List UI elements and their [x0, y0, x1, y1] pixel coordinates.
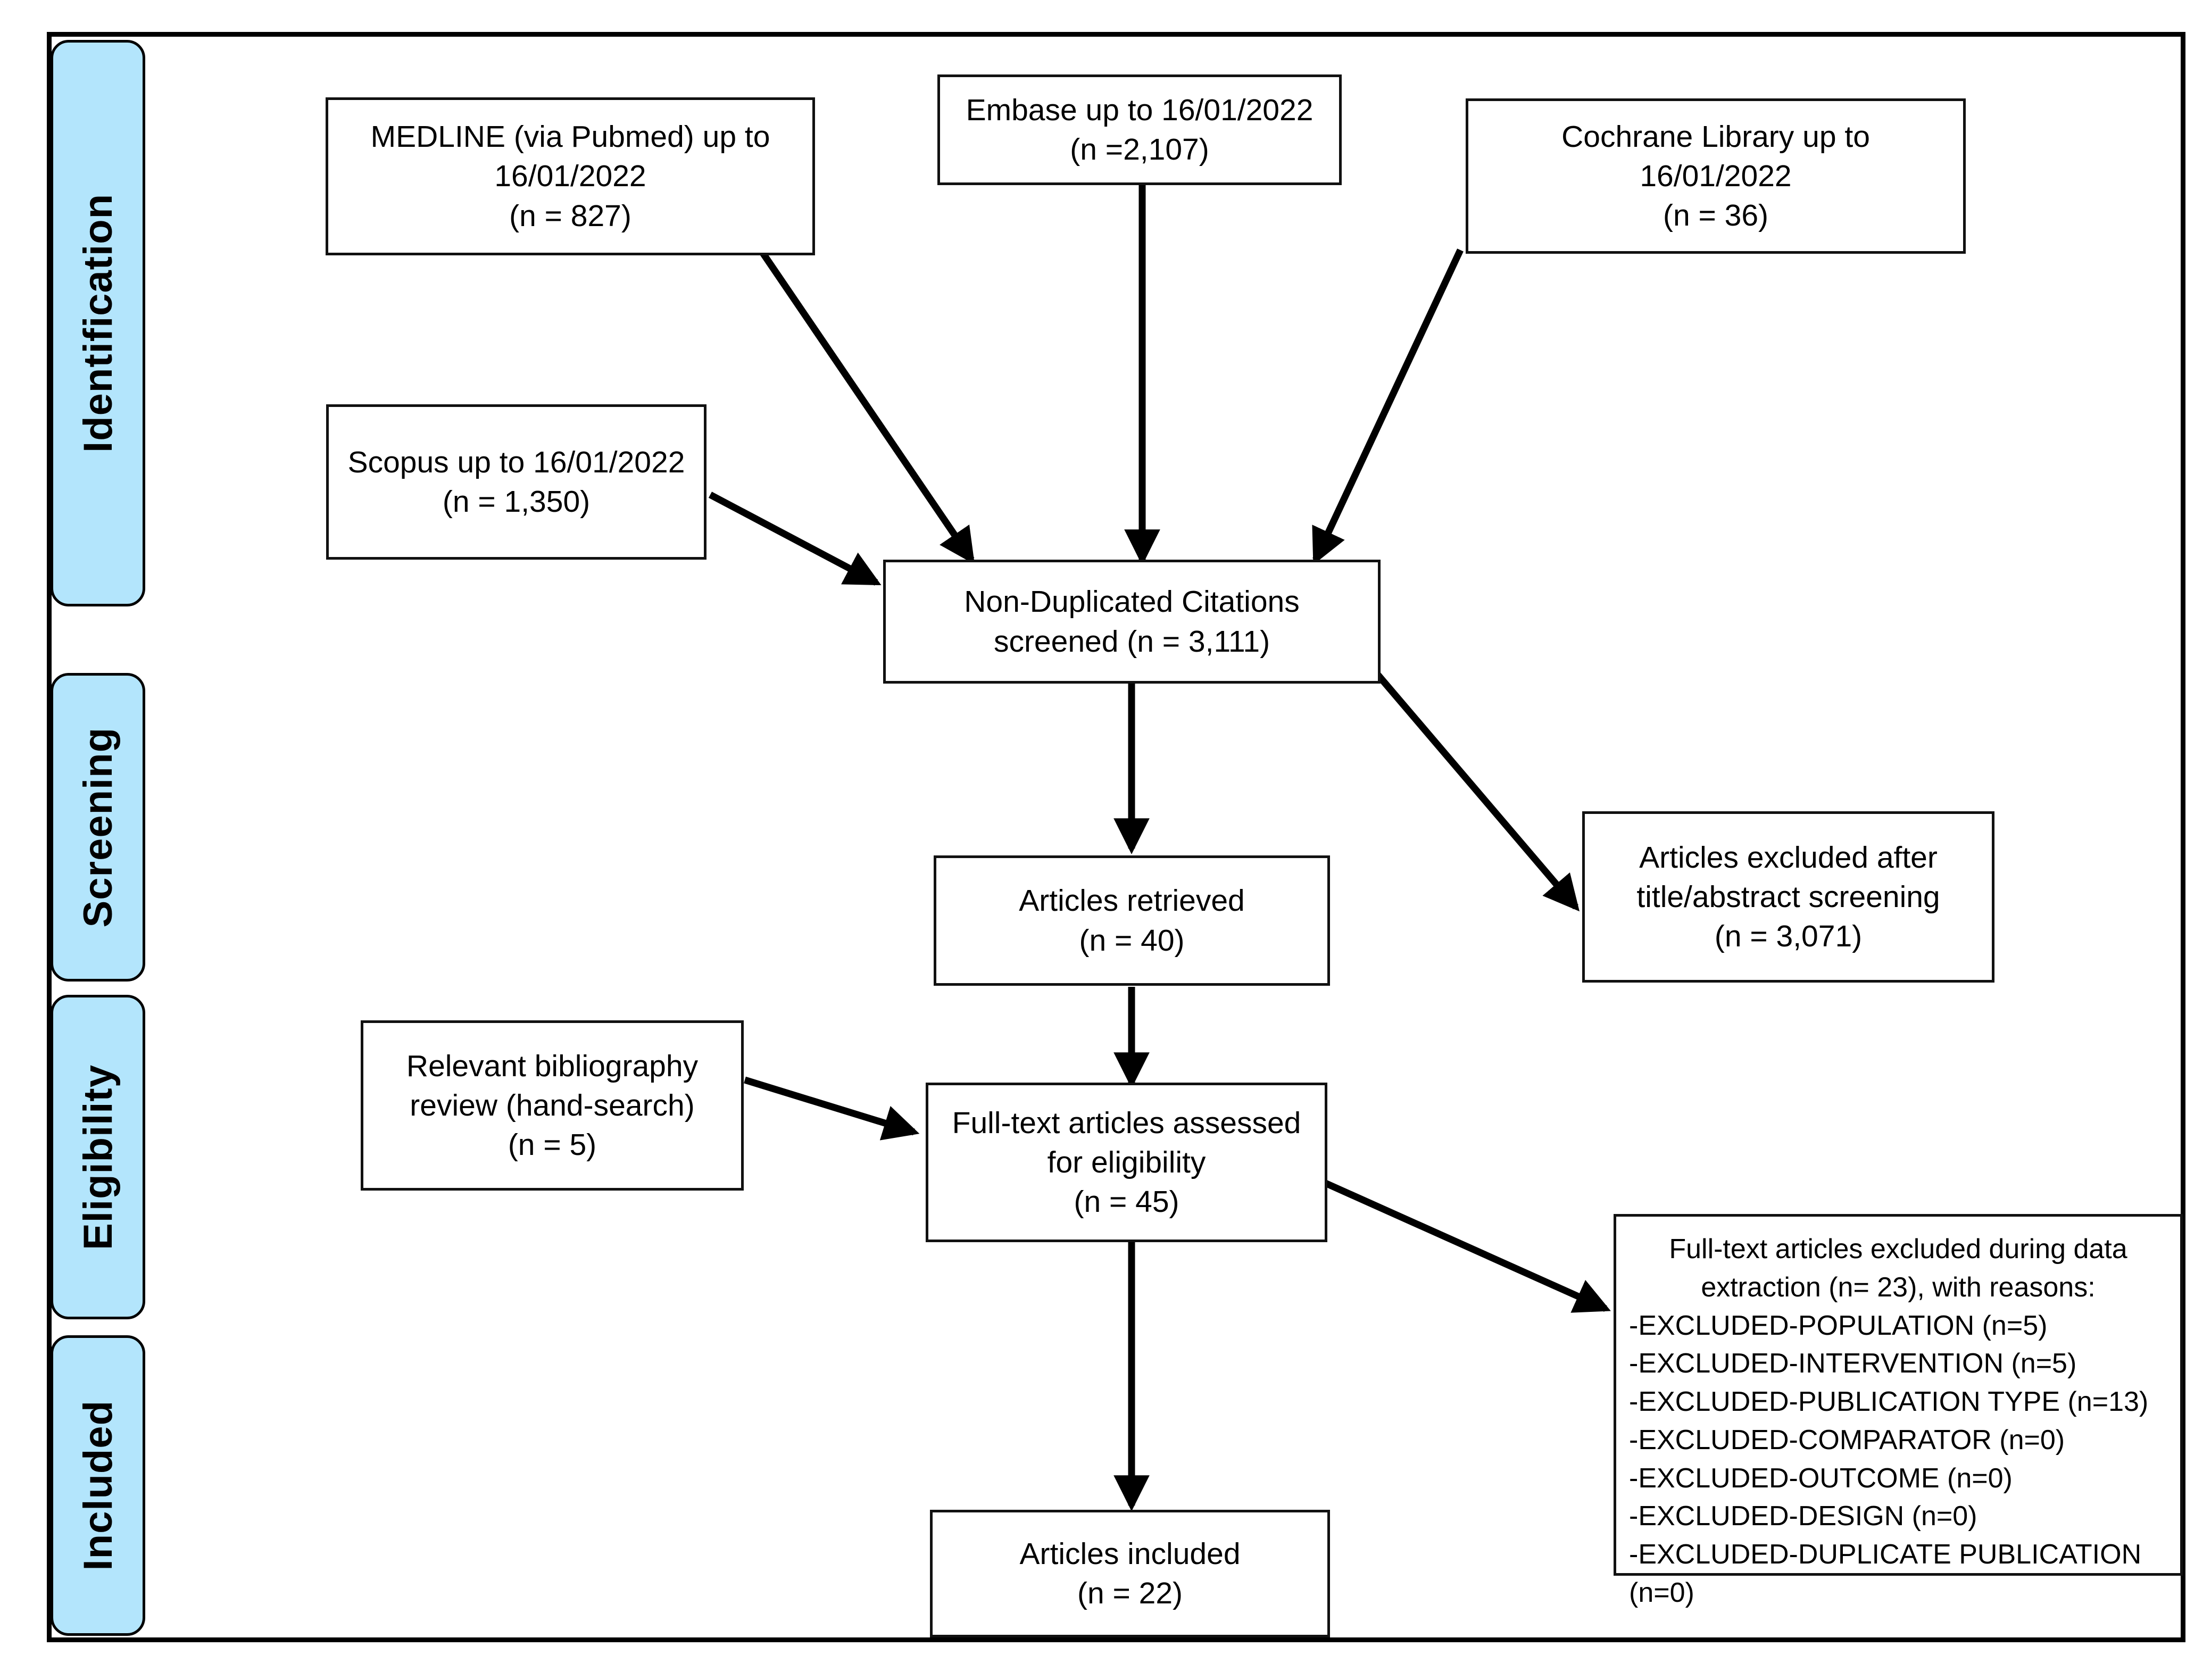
stage-label-screening: Screening: [51, 673, 145, 982]
stage-label-eligibility-text: Eligibility: [75, 1064, 121, 1250]
node-medline-line-1: MEDLINE (via Pubmed) up to: [370, 120, 770, 154]
stage-label-identification-text: Identification: [75, 194, 121, 453]
node-non-duplicated-citations: Non-Duplicated Citations screened (n = 3…: [883, 560, 1381, 684]
node-non-duplicated-line-2: screened (n = 3,111): [993, 624, 1270, 659]
node-excluded-reason-design: -EXCLUDED-DESIGN (n=0): [1629, 1501, 1977, 1532]
node-retrieved-line-2: (n = 40): [1079, 923, 1185, 958]
node-fulltext-line-2: for eligibility: [1047, 1145, 1206, 1179]
node-included-line-2: (n = 22): [1077, 1576, 1183, 1610]
node-scopus-source: Scopus up to 16/01/2022 (n = 1,350): [326, 404, 706, 560]
node-non-duplicated-line-1: Non-Duplicated Citations: [964, 585, 1300, 619]
node-fulltext-excluded-reasons: Full-text articles excluded during data …: [1614, 1214, 2183, 1608]
node-medline-source: MEDLINE (via Pubmed) up to 16/01/2022 (n…: [326, 97, 815, 255]
node-cochrane-line-1: Cochrane Library up to: [1561, 119, 1870, 154]
node-cochrane-source: Cochrane Library up to 16/01/2022 (n = 3…: [1466, 98, 1966, 254]
stage-label-identification: Identification: [51, 40, 145, 606]
node-excluded-reason-comparator: -EXCLUDED-COMPARATOR (n=0): [1629, 1424, 2065, 1456]
node-articles-retrieved: Articles retrieved (n = 40): [934, 855, 1330, 986]
node-scopus-line-2: (n = 1,350): [442, 485, 591, 519]
figure-outer-frame: [47, 32, 2185, 1642]
node-fulltext-line-1: Full-text articles assessed: [952, 1105, 1301, 1140]
node-fulltext-line-3: (n = 45): [1074, 1185, 1179, 1219]
node-handsearch-line-2: review (hand-search): [410, 1088, 695, 1122]
node-included-line-1: Articles included: [1019, 1536, 1241, 1571]
node-excluded-screening-line-1: Articles excluded after: [1639, 840, 1938, 875]
stage-label-eligibility: Eligibility: [51, 995, 145, 1319]
node-excluded-title-abstract: Articles excluded after title/abstract s…: [1582, 811, 1994, 983]
node-excluded-reasons-line-1: Full-text articles excluded during data: [1669, 1234, 2127, 1265]
node-excluded-reason-intervention: -EXCLUDED-INTERVENTION (n=5): [1629, 1348, 2077, 1379]
stage-label-screening-text: Screening: [75, 727, 121, 928]
node-hand-search: Relevant bibliography review (hand-searc…: [361, 1020, 744, 1191]
node-handsearch-line-1: Relevant bibliography: [406, 1049, 699, 1083]
stage-label-included: Included: [51, 1335, 145, 1636]
node-medline-line-3: (n = 827): [509, 198, 631, 233]
node-excluded-reason-population: -EXCLUDED-POPULATION (n=5): [1629, 1310, 2048, 1341]
node-excluded-reason-outcome: -EXCLUDED-OUTCOME (n=0): [1629, 1462, 2013, 1494]
node-excluded-reasons-line-2: extraction (n= 23), with reasons:: [1701, 1271, 2096, 1303]
node-scopus-line-1: Scopus up to 16/01/2022: [347, 445, 685, 479]
node-medline-line-2: 16/01/2022: [494, 159, 646, 194]
node-embase-line-1: Embase up to 16/01/2022: [966, 93, 1314, 127]
node-retrieved-line-1: Articles retrieved: [1019, 884, 1245, 918]
node-embase-line-2: (n =2,107): [1070, 132, 1209, 167]
node-excluded-reason-duplicate-publication: -EXCLUDED-DUPLICATE PUBLICATION (n=0): [1629, 1539, 2142, 1608]
node-fulltext-assessed: Full-text articles assessed for eligibil…: [926, 1083, 1327, 1242]
node-excluded-screening-line-3: (n = 3,071): [1714, 919, 1863, 954]
node-excluded-screening-line-2: title/abstract screening: [1636, 879, 1940, 914]
stage-label-included-text: Included: [75, 1400, 121, 1571]
node-cochrane-line-3: (n = 36): [1663, 198, 1769, 233]
node-articles-included: Articles included (n = 22): [930, 1510, 1330, 1637]
node-cochrane-line-2: 16/01/2022: [1640, 159, 1792, 193]
node-excluded-reason-publication-type: -EXCLUDED-PUBLICATION TYPE (n=13): [1629, 1386, 2149, 1417]
node-embase-source: Embase up to 16/01/2022 (n =2,107): [937, 74, 1342, 185]
node-handsearch-line-3: (n = 5): [508, 1128, 597, 1162]
